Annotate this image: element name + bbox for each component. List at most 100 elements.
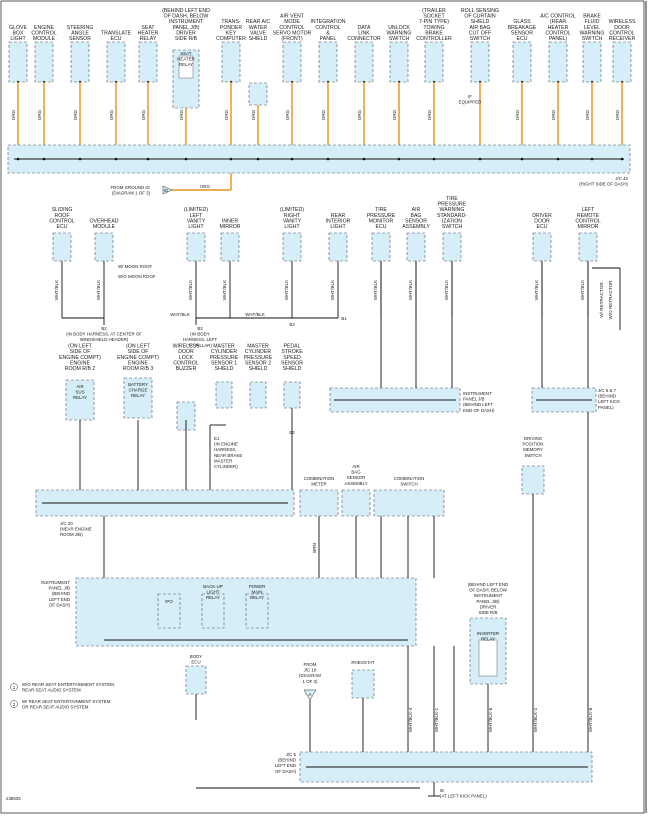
- air-bag-sensor-2-box: [341, 489, 371, 517]
- wire-label-brn: BRN: [312, 543, 317, 553]
- junction-dot: [256, 157, 260, 161]
- wire-label-whtblk: WHT/BLK: [284, 279, 289, 300]
- mc-sensor1-shield-box: [215, 381, 233, 409]
- mc-sensor2-shield-box: [249, 381, 267, 409]
- junction-dot: [229, 157, 233, 161]
- moon-roof-note: W/ MOON ROOF: [118, 264, 152, 269]
- top-component-box: [221, 41, 241, 83]
- wire-label-whtblk8: WHT/BLK-8: [588, 707, 593, 732]
- wire-label-whtblk2: WHT/BLK-2: [533, 707, 538, 732]
- wire-label-whtblk: WHT/BLK: [222, 279, 227, 300]
- junction-dot: [78, 157, 82, 161]
- junction-dot: [326, 157, 330, 161]
- junction-dot: [590, 157, 594, 161]
- wire-label-org: ORG: [357, 109, 362, 120]
- wire-label-org: ORG: [551, 109, 556, 120]
- wire-label-org: ORG: [179, 109, 184, 120]
- top-component-box: [470, 41, 490, 83]
- rheostat-label: RHEOSTAT: [351, 660, 375, 665]
- wire-label-org: ORG: [585, 109, 590, 120]
- mid-component-box: [52, 232, 72, 262]
- wire-label-org: ORG: [515, 109, 520, 120]
- junction-dot: [184, 157, 188, 161]
- wire-label-org: ORG: [251, 109, 256, 120]
- ground-ig-note: FROM GROUND IG(DIAGRAM 1 OF 3): [110, 185, 150, 196]
- body-ecu-box: [185, 665, 207, 695]
- wire-label-org: ORG: [615, 109, 620, 120]
- junction-dot: [16, 157, 20, 161]
- jc42-label: J/C 42(RIGHT SIDE OF DASH): [579, 176, 628, 187]
- junction-dot: [520, 157, 524, 161]
- junction-dot: [432, 157, 436, 161]
- top-component-box: [138, 41, 158, 83]
- top-component-box: [512, 41, 532, 83]
- mid-component-box: [282, 232, 302, 262]
- wire-label-org: ORG: [285, 109, 290, 120]
- mirror-note: W/ RETRACTOR: [599, 282, 604, 318]
- wire-label-whtblk: WHT/BLK: [444, 279, 449, 300]
- junction-dot: [556, 157, 560, 161]
- footnote-marker-1: [10, 683, 18, 691]
- ground-wire-label: ORG: [200, 184, 211, 189]
- wire-label-whtblk: WHT/BLK: [170, 312, 190, 317]
- wire-label-whtblk: WHT/BLK: [330, 279, 335, 300]
- b1-label: B1: [341, 316, 347, 321]
- wire-label-whtblk4: WHT/BLK-4: [408, 707, 413, 732]
- junction-dot: [290, 157, 294, 161]
- mid-component-box: [406, 232, 426, 262]
- wire-label-whtblk: WHT/BLK: [373, 279, 378, 300]
- ground-ig-badge: [162, 185, 173, 195]
- wire-label-whtblk: WHT/BLK: [96, 279, 101, 300]
- b3-label: B3: [289, 322, 295, 327]
- engine-room-rb3-box: [123, 377, 153, 419]
- power-main-relay-box: [245, 593, 269, 629]
- ipo-label: IPO: [165, 599, 173, 604]
- junction-dot: [620, 157, 624, 161]
- wire-label-whtblk: WHT/BLK: [408, 279, 413, 300]
- wire-label-org: ORG: [109, 109, 114, 120]
- top-component-box: [106, 41, 126, 83]
- mid-component-box: [220, 232, 240, 262]
- moon-roof-note: W/O MOON ROOF: [118, 274, 156, 279]
- diagram-id: 238635: [6, 796, 21, 801]
- mid-component-box: [578, 232, 598, 262]
- top-component-box: [8, 41, 28, 83]
- wire-label-whtblk: WHT/BLK: [534, 279, 539, 300]
- wire-label-org: ORG: [321, 109, 326, 120]
- mid-component-box: [186, 232, 206, 262]
- mirror-note: W/O RETRACTOR: [608, 280, 613, 320]
